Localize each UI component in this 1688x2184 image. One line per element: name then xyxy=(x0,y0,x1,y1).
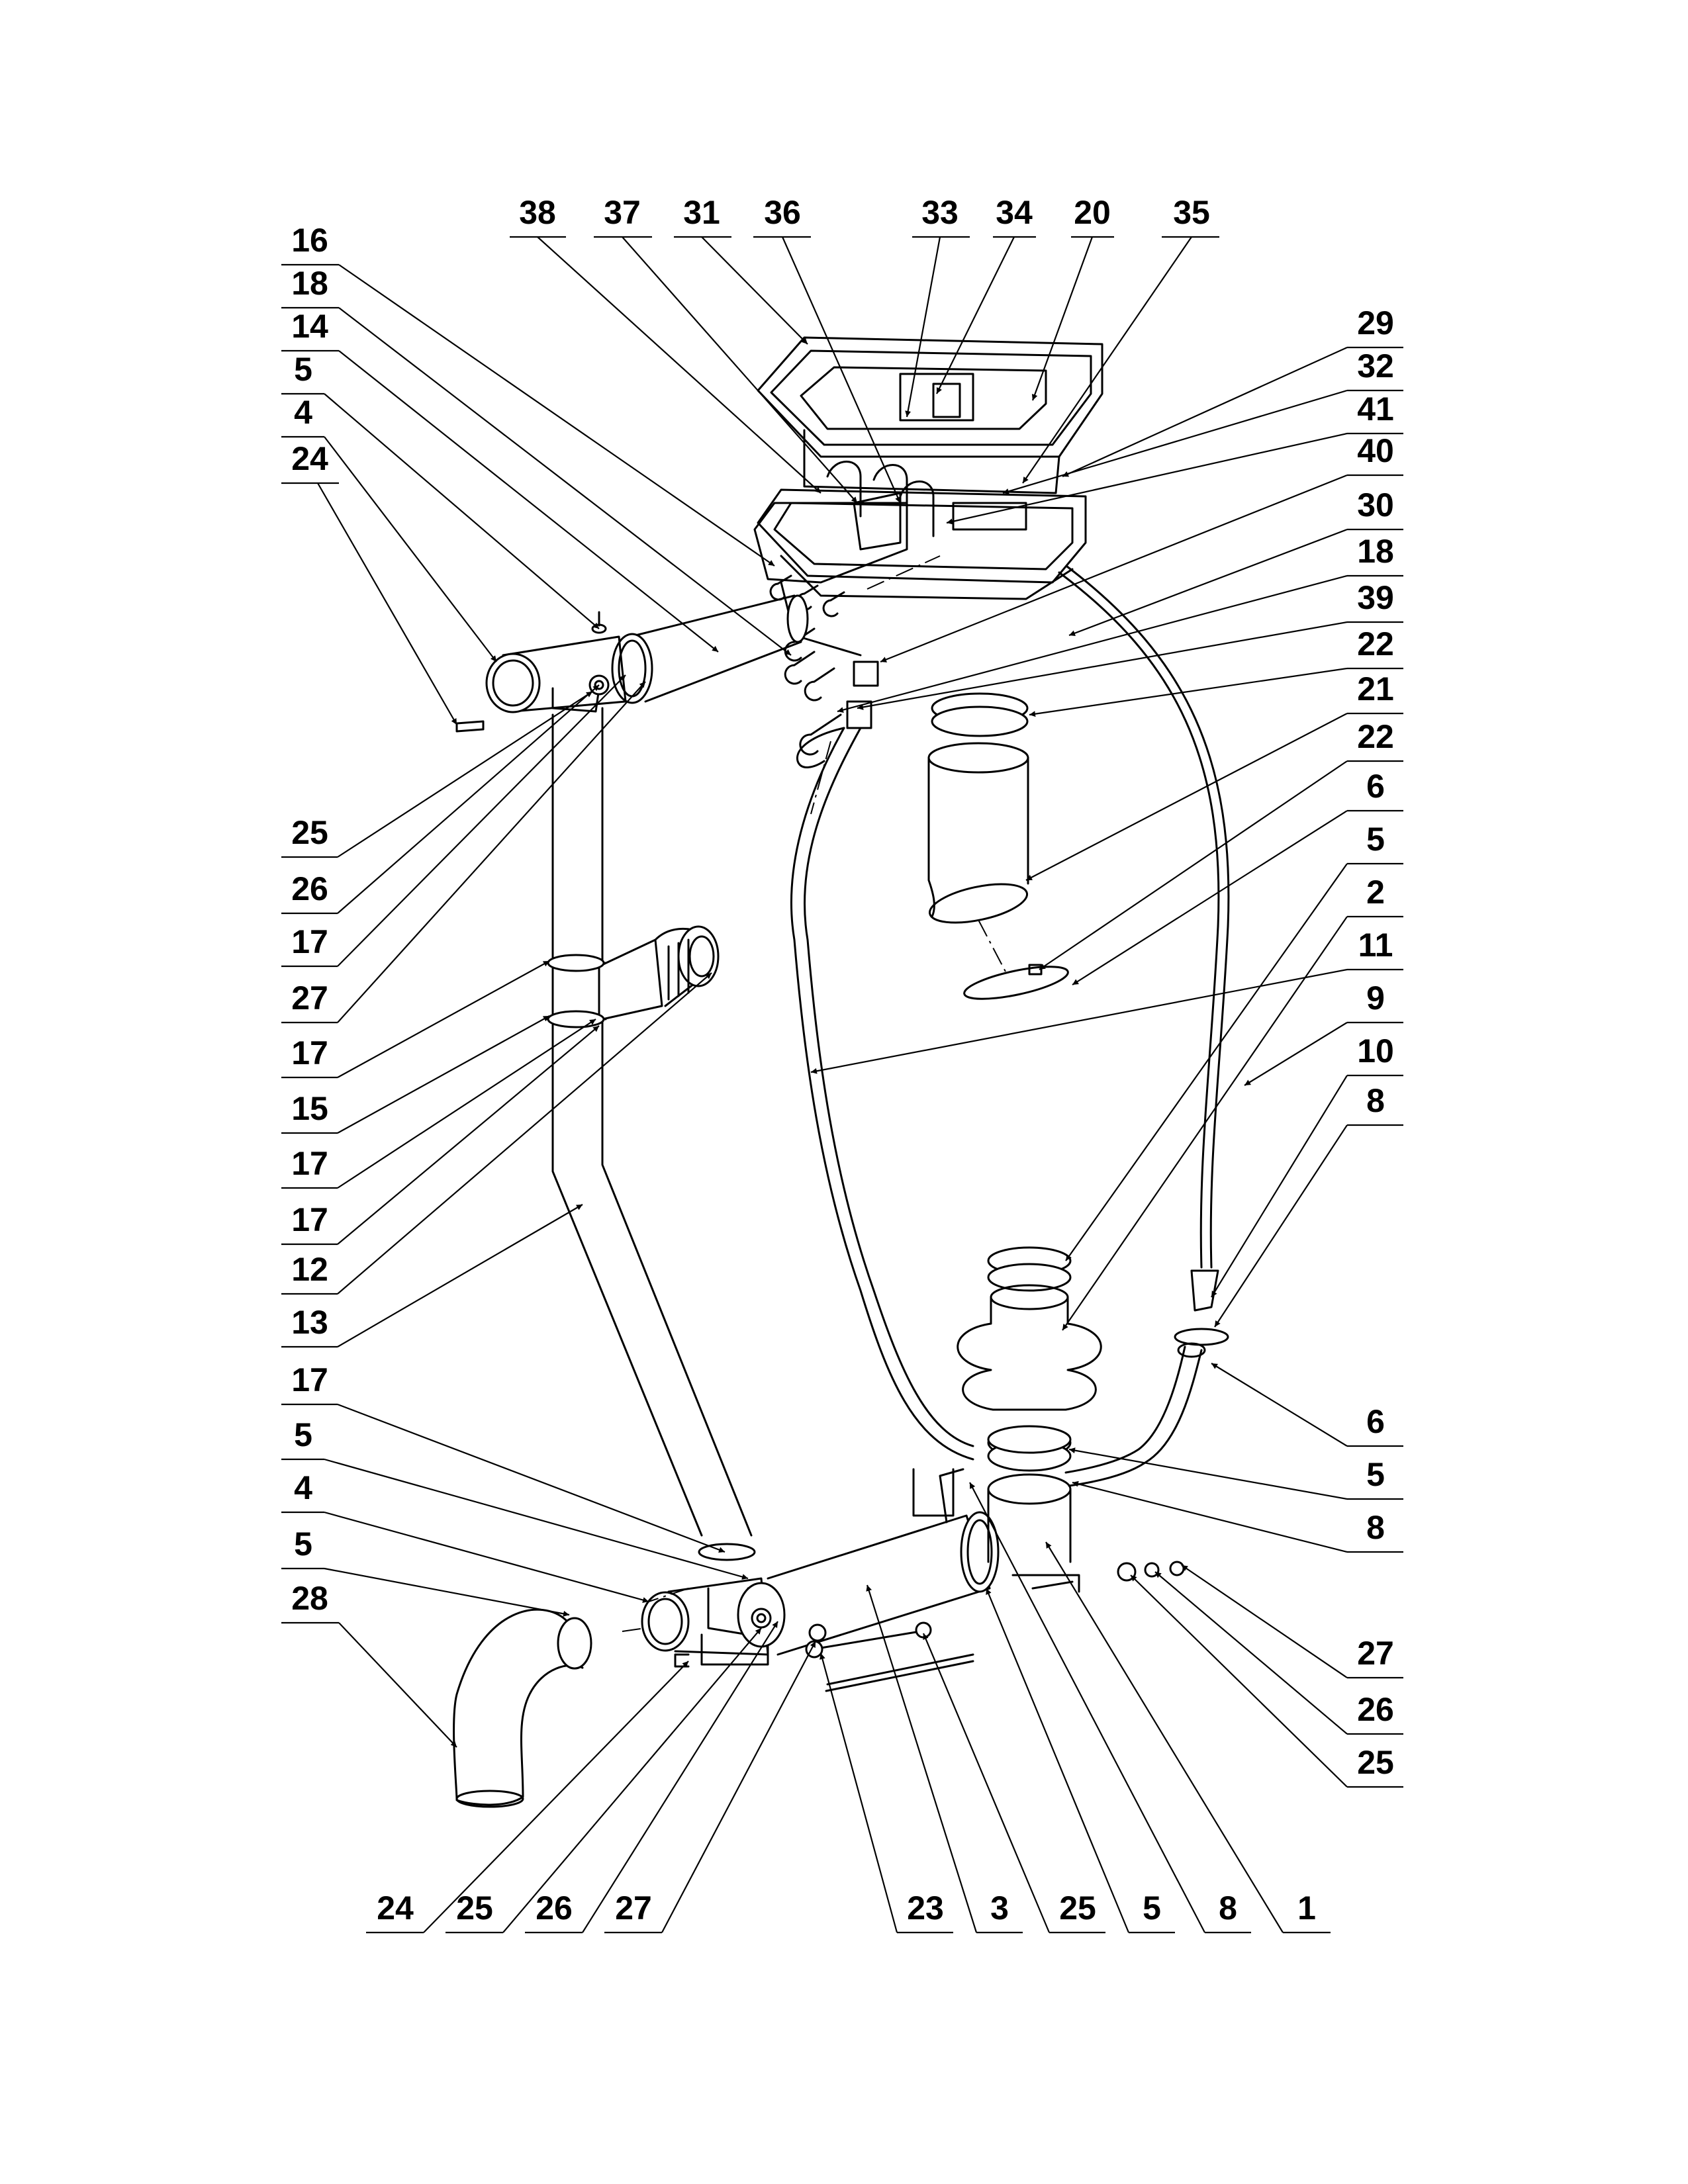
callout-24-bottom: 24 xyxy=(377,1889,414,1927)
callout-2: 2 xyxy=(1366,874,1385,911)
callout-labels: 38 37 31 36 33 34 20 35 16 18 14 5 4 24 … xyxy=(291,194,1394,1927)
callout-6-lower-right: 6 xyxy=(1366,1403,1385,1440)
callout-26-left: 26 xyxy=(291,870,328,907)
callout-14: 14 xyxy=(291,308,328,345)
callout-17-c: 17 xyxy=(291,1145,328,1182)
callout-11: 11 xyxy=(1358,927,1393,964)
callout-20: 20 xyxy=(1074,194,1111,231)
callout-39: 39 xyxy=(1357,579,1394,616)
callout-10: 10 xyxy=(1357,1032,1394,1069)
callout-24-upper-left: 24 xyxy=(291,440,328,477)
callout-26-right: 26 xyxy=(1357,1691,1394,1728)
callout-8-bottom: 8 xyxy=(1219,1889,1237,1927)
callout-28: 28 xyxy=(291,1580,328,1617)
callout-18-upper-left: 18 xyxy=(291,265,328,302)
callout-4-lower-left: 4 xyxy=(294,1469,312,1506)
callout-8-upper-right: 8 xyxy=(1366,1082,1385,1119)
callout-5-bottom: 5 xyxy=(1143,1889,1161,1927)
funnel xyxy=(927,692,1069,1000)
vent-tube xyxy=(1058,565,1230,1487)
callout-6-upper-right: 6 xyxy=(1366,768,1385,805)
callout-31: 31 xyxy=(683,194,720,231)
callout-27-left: 27 xyxy=(291,979,328,1017)
upper-pipe xyxy=(455,594,809,733)
callout-17-b: 17 xyxy=(291,1034,328,1071)
callout-15: 15 xyxy=(291,1090,328,1127)
callout-22-lower: 22 xyxy=(1357,718,1394,755)
left-pipe xyxy=(545,707,756,1561)
callout-34: 34 xyxy=(996,194,1033,231)
callout-17-a: 17 xyxy=(291,923,328,960)
callout-27-bottom: 27 xyxy=(615,1889,652,1927)
axis-lines xyxy=(622,555,941,1632)
leader-lines xyxy=(281,236,1403,1934)
callout-21: 21 xyxy=(1357,670,1394,707)
callout-25-right: 25 xyxy=(1357,1744,1394,1781)
callout-25-left: 25 xyxy=(291,814,328,851)
callout-13: 13 xyxy=(291,1304,328,1341)
callout-22-upper: 22 xyxy=(1357,625,1394,662)
callout-30: 30 xyxy=(1357,486,1394,523)
callout-25-bottom-b: 25 xyxy=(1059,1889,1096,1927)
callout-36: 36 xyxy=(764,194,801,231)
callout-40: 40 xyxy=(1357,432,1394,469)
receiver-bellows xyxy=(912,1246,1102,1593)
callout-29: 29 xyxy=(1357,304,1394,341)
callout-8-lower-right: 8 xyxy=(1366,1509,1385,1546)
callout-41: 41 xyxy=(1357,390,1394,428)
callout-38: 38 xyxy=(519,194,556,231)
callout-33: 33 xyxy=(921,194,959,231)
callout-26-bottom: 26 xyxy=(536,1889,573,1927)
inlet-housing xyxy=(753,336,1103,657)
callout-16: 16 xyxy=(291,222,328,259)
callout-9: 9 xyxy=(1366,979,1385,1017)
callout-17-e: 17 xyxy=(291,1361,328,1398)
callout-5-upper-left: 5 xyxy=(294,351,312,388)
callout-4-upper-left: 4 xyxy=(294,394,312,431)
callout-5-upper-right: 5 xyxy=(1366,821,1385,858)
callout-37: 37 xyxy=(604,194,641,231)
callout-12: 12 xyxy=(291,1251,328,1288)
callout-5-lower-right: 5 xyxy=(1366,1456,1385,1493)
callout-5-lower-left-a: 5 xyxy=(294,1416,312,1453)
drain-hose xyxy=(790,727,974,1461)
callout-3: 3 xyxy=(990,1889,1009,1927)
callout-5-lower-left-b: 5 xyxy=(294,1525,312,1563)
callout-23: 23 xyxy=(907,1889,944,1927)
callout-25-bottom-a: 25 xyxy=(456,1889,493,1927)
assembly-drawing xyxy=(453,336,1230,1808)
callout-32: 32 xyxy=(1357,347,1394,385)
callout-18-right: 18 xyxy=(1357,533,1394,570)
callout-17-d: 17 xyxy=(291,1201,328,1238)
callout-27-right: 27 xyxy=(1357,1635,1394,1672)
callout-35: 35 xyxy=(1173,194,1210,231)
callout-1: 1 xyxy=(1297,1889,1316,1927)
